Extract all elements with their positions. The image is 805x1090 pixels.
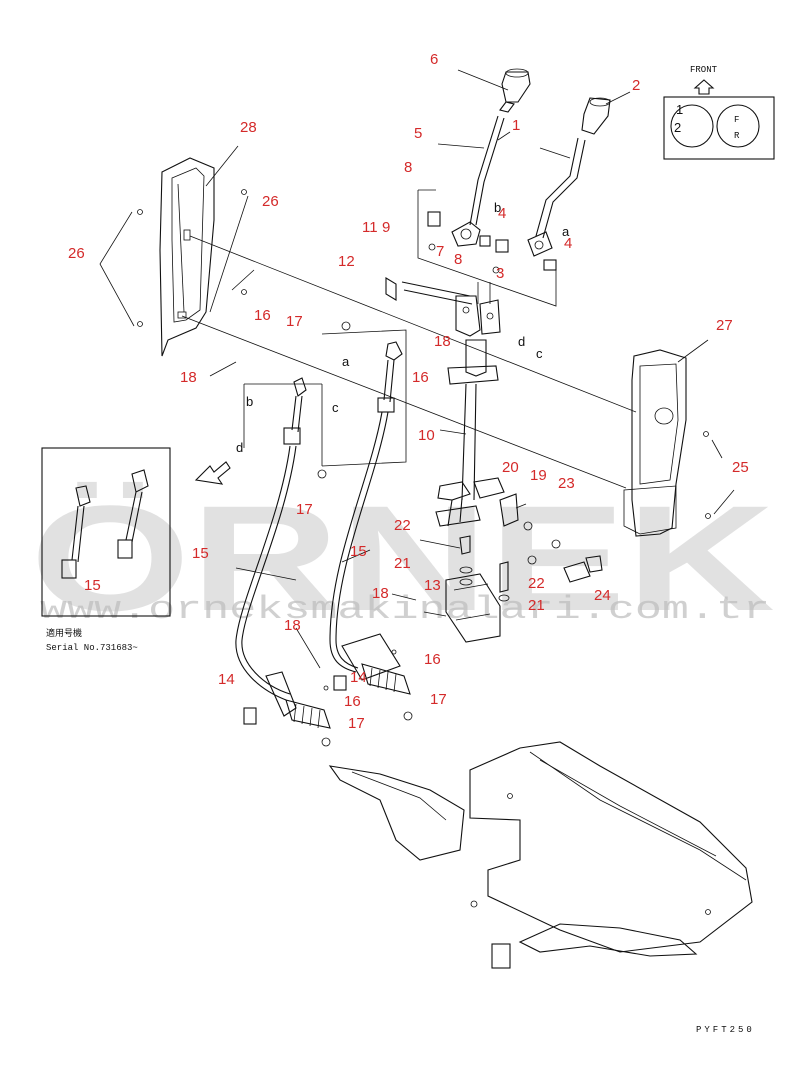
callout-label: 12 xyxy=(338,253,355,270)
callout-label: 17 xyxy=(348,715,365,732)
svg-text:2: 2 xyxy=(674,120,681,135)
svg-text:F: F xyxy=(734,115,739,125)
letter-ref: c xyxy=(536,346,543,361)
mount-bracket xyxy=(445,493,603,643)
svg-text:R: R xyxy=(734,131,740,141)
callout-label: 4 xyxy=(564,235,572,252)
callout-label: 3 xyxy=(496,265,504,282)
callout-label: 22 xyxy=(528,575,545,592)
letter-ref: c xyxy=(332,400,339,415)
left-cover xyxy=(137,157,247,357)
letter-ref: b xyxy=(494,200,501,215)
post-column xyxy=(461,383,477,501)
callout-label: 17 xyxy=(296,501,313,518)
callout-label: 8 xyxy=(454,251,462,268)
cable-b xyxy=(235,445,291,701)
lever-rod-right xyxy=(535,137,579,237)
watermark-url: www.orneksmakinalari.com.tr xyxy=(40,591,770,628)
floor-plate-outline xyxy=(469,741,753,953)
callout-label: 16 xyxy=(424,651,441,668)
callout-label: 28 xyxy=(240,119,257,136)
callout-label: 13 xyxy=(424,577,441,594)
support-post xyxy=(435,339,505,527)
callout-label: 19 xyxy=(530,467,547,484)
callout-label: 21 xyxy=(528,597,545,614)
callout-label: 18 xyxy=(434,333,451,350)
gear-pattern-box: FRONT 1 2 F R xyxy=(663,65,775,160)
svg-text:1: 1 xyxy=(676,102,683,117)
callout-label: 17 xyxy=(286,313,303,330)
callout-label: 22 xyxy=(394,517,411,534)
lever-assembly xyxy=(385,68,611,337)
callout-label: 16 xyxy=(344,693,361,710)
callout-label: 20 xyxy=(502,459,519,476)
cover-panel-right xyxy=(631,349,687,537)
callout-label: 25 xyxy=(732,459,749,476)
callout-label: 15 xyxy=(350,543,367,560)
callout-label: 1 xyxy=(512,117,520,134)
callout-label: 26 xyxy=(68,245,85,262)
letter-ref: d xyxy=(236,440,243,455)
callout-label: 21 xyxy=(394,555,411,572)
floor-pedal-right xyxy=(518,923,698,957)
callout-label: 24 xyxy=(594,587,611,604)
callout-label: 9 xyxy=(382,219,390,236)
callout-label: 10 xyxy=(418,427,435,444)
callout-label: 18 xyxy=(372,585,389,602)
letter-ref: d xyxy=(518,334,525,349)
lever-rod-left xyxy=(469,115,499,226)
callout-label: 27 xyxy=(716,317,733,334)
callout-label: 16 xyxy=(254,307,271,324)
callout-label: 17 xyxy=(430,691,447,708)
callout-label: 15 xyxy=(192,545,209,562)
inset-arrow-icon xyxy=(194,461,231,485)
front-arrow-icon xyxy=(693,79,715,95)
watermark-brand: ÖRNEK xyxy=(30,474,775,642)
drawing-code: PYFT250 xyxy=(696,1025,755,1035)
gear-position-left-icon xyxy=(670,104,714,148)
front-label: FRONT xyxy=(690,65,718,75)
cable-a xyxy=(329,411,383,673)
callout-label: 18 xyxy=(284,617,301,634)
callout-label: 11 xyxy=(362,219,378,236)
lever-knob-right xyxy=(581,97,611,135)
callout-label: 23 xyxy=(558,475,575,492)
callout-label: 6 xyxy=(430,51,438,68)
inset-serial-line1: 適用号機 xyxy=(46,627,82,639)
callout-label: 5 xyxy=(414,125,422,142)
callout-label: 14 xyxy=(350,669,367,686)
control-cables xyxy=(235,321,413,747)
letter-ref: b xyxy=(246,394,253,409)
callout-label: 14 xyxy=(218,671,235,688)
cable-end-spring-left xyxy=(285,699,331,729)
watermark: ÖRNEK www.orneksmakinalari.com.tr xyxy=(30,474,775,642)
letter-ref: a xyxy=(342,354,350,369)
right-cover xyxy=(623,349,711,537)
callout-label: 7 xyxy=(436,243,444,260)
floor-plate xyxy=(328,741,753,969)
callout-label: 18 xyxy=(180,369,197,386)
alignment-lines xyxy=(99,195,637,489)
callout-labels: 6 2 1 5 28 8 26 4 b 26 7 8 3 4 a 11 9 12… xyxy=(68,51,749,732)
lever-knob-left xyxy=(501,71,531,103)
inset-callout: 15 xyxy=(84,577,101,594)
cover-panel-left xyxy=(159,157,215,357)
bracket-13 xyxy=(445,573,501,643)
callout-label: 2 xyxy=(632,77,640,94)
letter-ref: a xyxy=(562,224,570,239)
leader-lines xyxy=(205,69,735,669)
pivot-shaft xyxy=(401,281,473,305)
callout-label: 16 xyxy=(412,369,429,386)
inset-serial-box: 適用号機 Serial No.731683~ xyxy=(41,447,231,653)
gear-position-right-icon xyxy=(716,104,760,148)
callout-label: 4 xyxy=(498,205,506,222)
callout-label: 26 xyxy=(262,193,279,210)
inset-serial-line2: Serial No.731683~ xyxy=(46,643,138,653)
callout-label: 8 xyxy=(404,159,412,176)
floor-pedal-left xyxy=(328,765,465,861)
cable-end-spring-right xyxy=(361,663,411,695)
